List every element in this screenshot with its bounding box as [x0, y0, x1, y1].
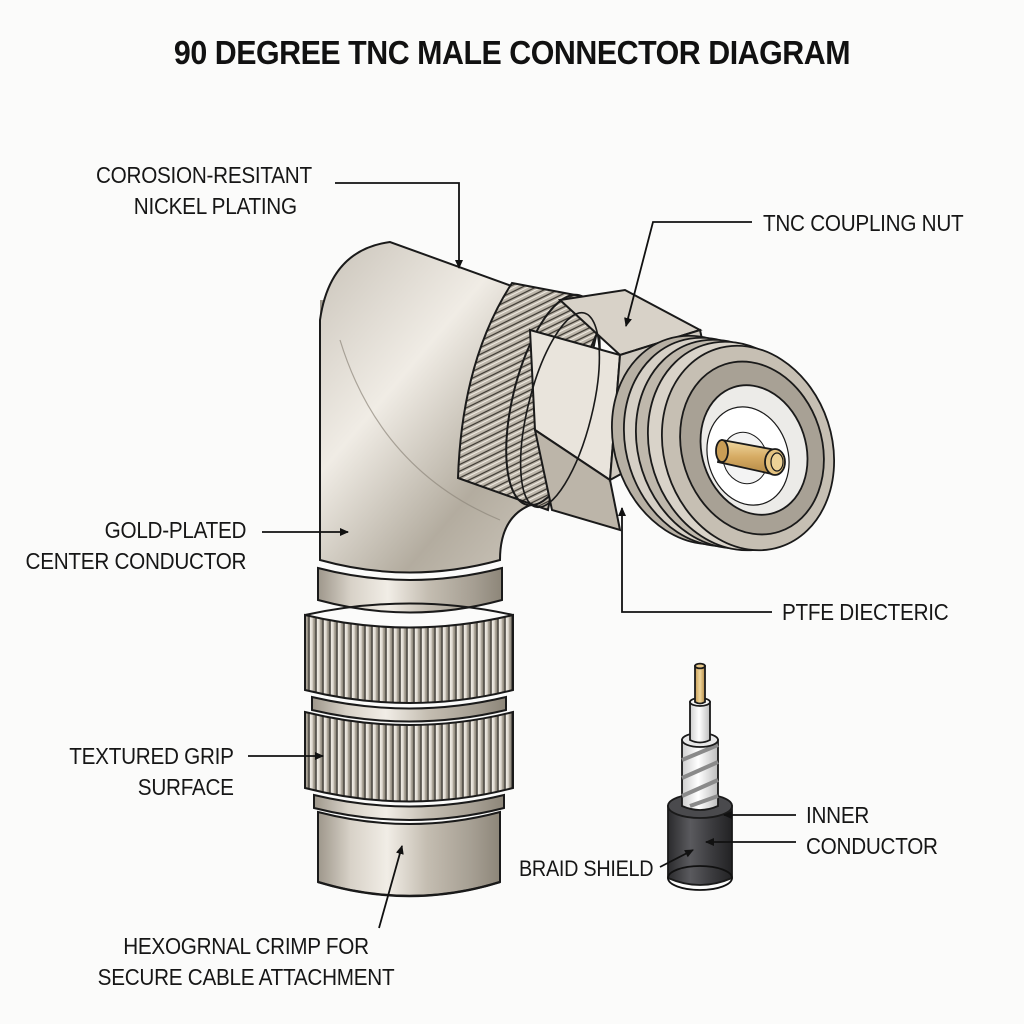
label-coupling-nut: TNC COUPLING NUT: [763, 208, 964, 239]
label-hex-crimp: HEXOGRNAL CRIMP FOR SECURE CABLE ATTACHM…: [61, 931, 432, 993]
label-line: INNER: [806, 802, 870, 828]
label-center-conductor: GOLD-PLATED CENTER CONDUCTOR: [25, 515, 246, 577]
label-ptfe-dielectric: PTFE DIECTERIC: [782, 597, 949, 628]
coax-cable-illustration: [667, 662, 733, 891]
leader-hex-crimp: [378, 845, 404, 929]
label-line: TEXTURED GRIP: [69, 743, 235, 769]
label-grip-surface: TEXTURED GRIP SURFACE: [69, 741, 235, 803]
leader-coupling-nut: [624, 221, 752, 327]
label-line: TNC COUPLING NUT: [763, 210, 964, 236]
leader-lines: [248, 182, 796, 929]
label-line: PTFE DIECTERIC: [782, 599, 949, 625]
gold-center-pin: [715, 438, 786, 476]
leader-nickel-plating: [335, 182, 463, 269]
leader-braid: [659, 849, 694, 868]
label-nickel-plating: COROSION-RESITANT NICKEL PLATING: [96, 160, 312, 222]
label-line: CONDUCTOR: [806, 833, 938, 859]
label-braid-shield: BRAID SHIELD: [519, 853, 654, 884]
label-inner-conductor: INNER CONDUCTOR: [806, 800, 938, 862]
label-line: GOLD-PLATED: [104, 517, 246, 543]
label-line: SECURE CABLE ATTACHMENT: [97, 964, 395, 990]
diagram-title: 90 DEGREE TNC MALE CONNECTOR DIAGRAM: [173, 34, 851, 71]
label-line: COROSION-RESITANT: [96, 162, 312, 188]
label-line: BRAID SHIELD: [519, 856, 654, 881]
label-line: HEXOGRNAL CRIMP FOR: [123, 933, 369, 959]
label-line: SURFACE: [138, 774, 234, 800]
label-line: CENTER CONDUCTOR: [25, 548, 246, 574]
label-line: NICKEL PLATING: [133, 193, 297, 219]
leader-ptfe: [618, 507, 772, 613]
